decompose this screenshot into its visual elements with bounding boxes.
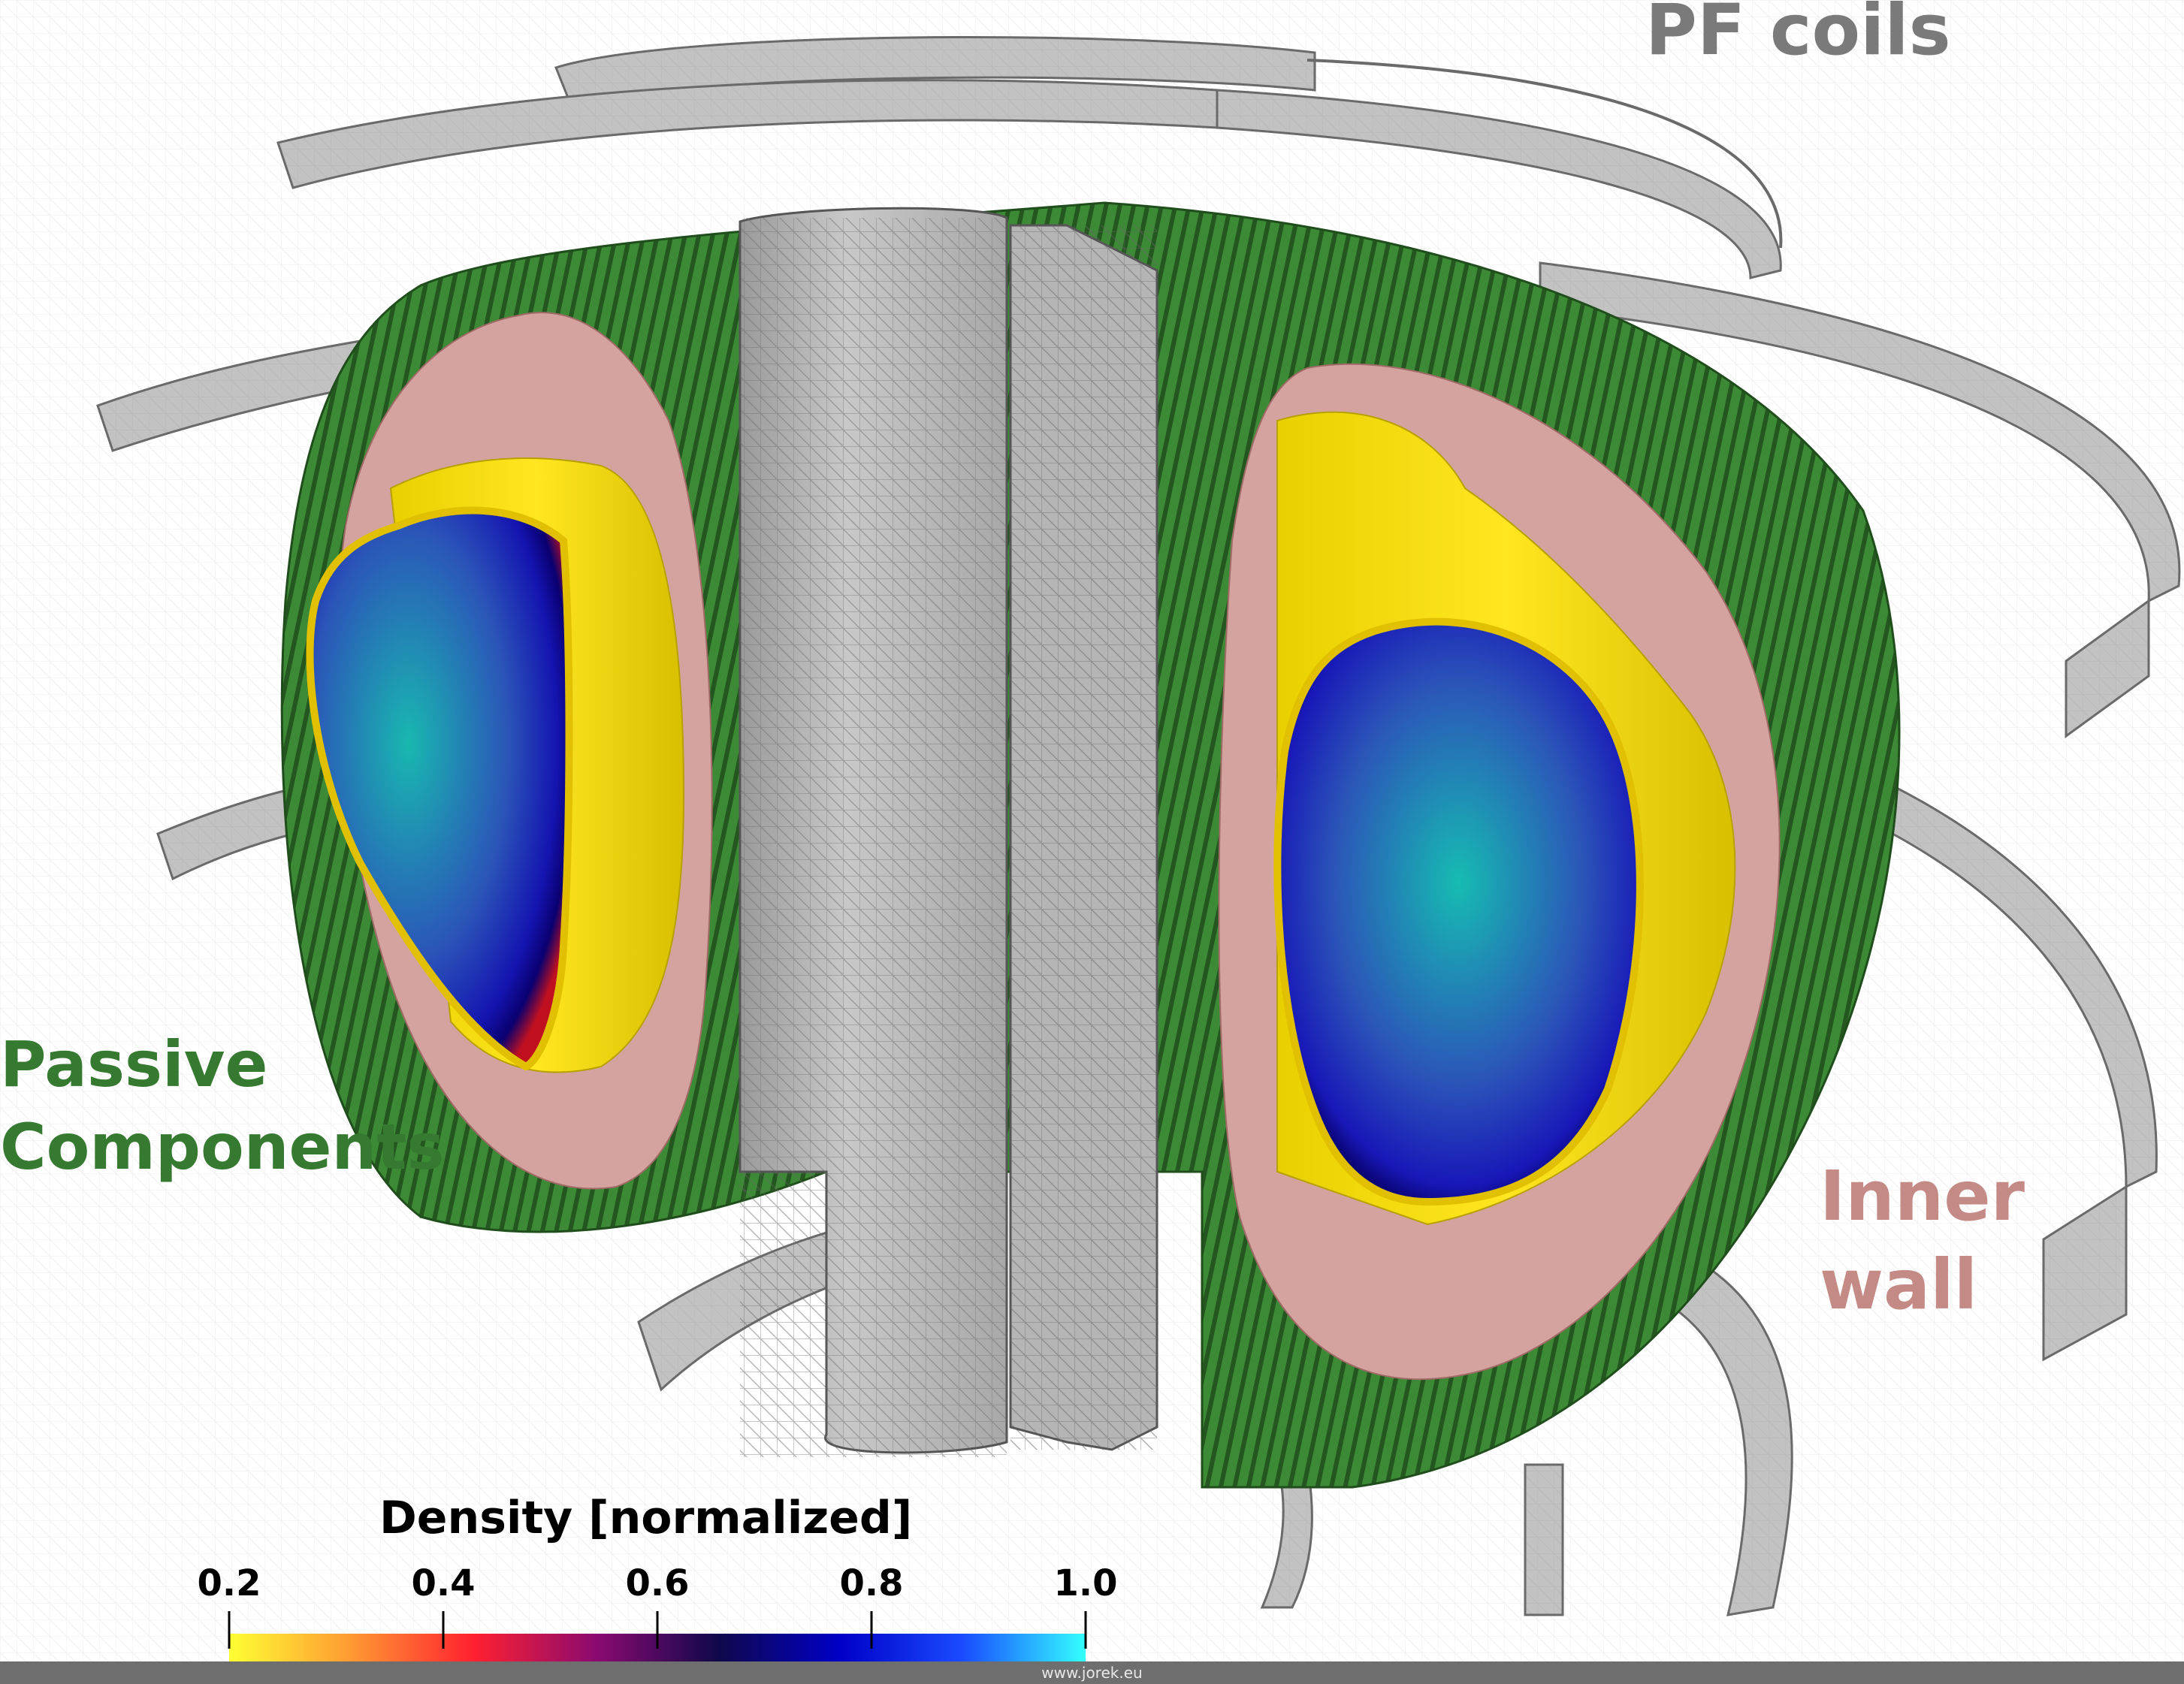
colorbar-tick-label: 0.4 — [411, 1562, 476, 1604]
label-inner-line1: Inner — [1820, 1156, 2025, 1236]
footer-bar — [0, 1661, 2184, 1684]
label-passive-line2: Components — [0, 1110, 445, 1184]
colorbar-title: Density [normalized] — [379, 1492, 913, 1544]
plasma-right — [1273, 617, 1644, 1206]
label-inner-line2: wall — [1820, 1245, 1978, 1325]
colorbar-tick-label: 0.2 — [197, 1562, 261, 1604]
label-inner-wall: Inner wall — [1820, 1152, 2025, 1329]
colorbar-tick-label: 0.8 — [839, 1562, 904, 1604]
label-pf-coils: PF coils — [1645, 0, 1951, 71]
label-passive-components: Passive Components — [0, 1023, 444, 1188]
colorbar-tick-label: 0.6 — [625, 1562, 690, 1604]
label-passive-line1: Passive — [0, 1028, 268, 1101]
plasma-left — [306, 506, 573, 1071]
footer-url[interactable]: www.jorek.eu — [1041, 1664, 1143, 1682]
central-solenoid — [739, 207, 1158, 1457]
colorbar-tick-label: 1.0 — [1053, 1562, 1118, 1604]
